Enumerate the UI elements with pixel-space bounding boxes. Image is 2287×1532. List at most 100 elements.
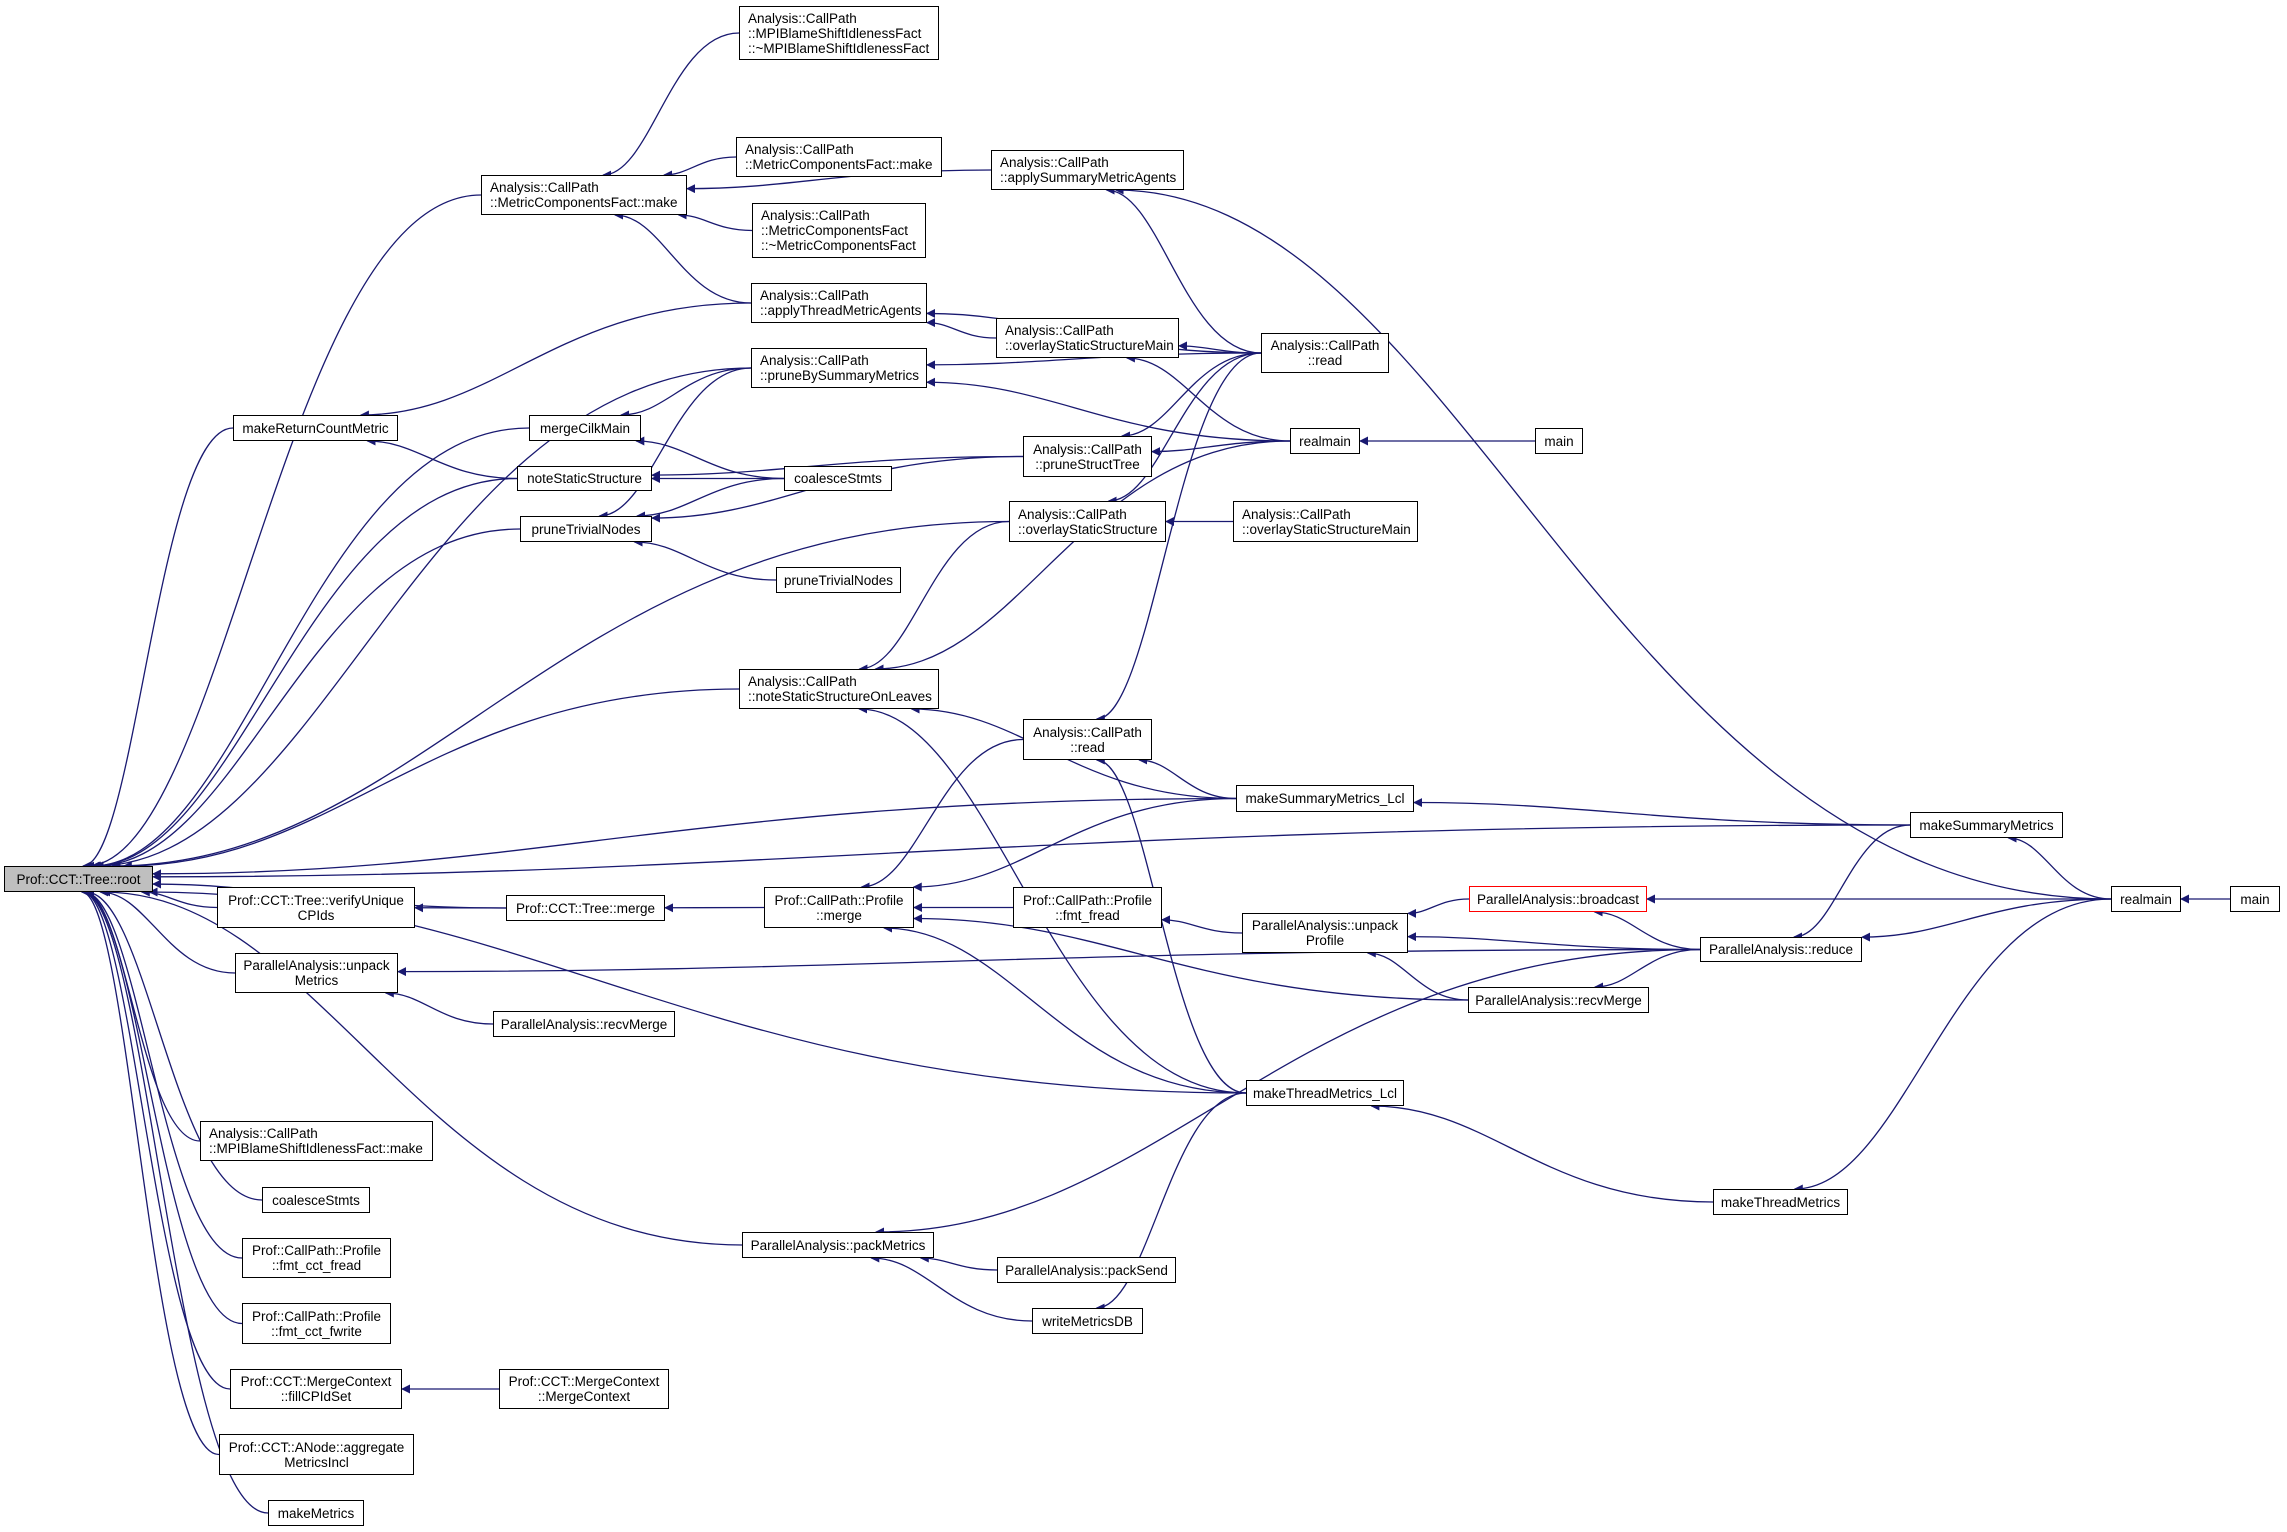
call-edge-fill_cpid-to-root xyxy=(81,887,231,1390)
node-make-summary-metrics[interactable]: makeSummaryMetrics xyxy=(1910,812,2063,838)
node-label: pruneTrivialNodes xyxy=(783,572,894,588)
call-edge-apply_thread-to-make_return_count xyxy=(359,302,752,420)
node-apply-summary-metric-agents[interactable]: Analysis::CallPath::applySummaryMetricAg… xyxy=(991,150,1184,190)
node-label: ParallelAnalysis::broadcast xyxy=(1476,891,1640,907)
call-edge-unpack_profile-to-fmt_fread xyxy=(1161,915,1243,934)
call-edge-realmain-to-make_summary xyxy=(2007,833,2112,900)
node-callpath-read-mid[interactable]: Analysis::CallPath::read xyxy=(1023,719,1152,760)
node-recv-merge-right[interactable]: ParallelAnalysis::recvMerge xyxy=(1468,987,1649,1013)
node-pack-send[interactable]: ParallelAnalysis::packSend xyxy=(997,1257,1176,1283)
node-label: Analysis::CallPath xyxy=(1000,155,1109,170)
node-label: Prof::CallPath::Profile xyxy=(251,1308,382,1324)
node-prune-struct-tree[interactable]: Analysis::CallPath::pruneStructTree xyxy=(1023,436,1152,477)
node-fill-cpid-set[interactable]: Prof::CCT::MergeContext::fillCPIdSet xyxy=(230,1369,402,1409)
node-prune-by-summary-metrics[interactable]: Analysis::CallPath::pruneBySummaryMetric… xyxy=(751,348,927,388)
node-label: ParallelAnalysis::recvMerge xyxy=(1475,992,1642,1008)
node-parallel-analysis-reduce[interactable]: ParallelAnalysis::reduce xyxy=(1700,937,1862,962)
node-make-metrics[interactable]: makeMetrics xyxy=(268,1500,364,1526)
node-label: ::overlayStaticStructureMain xyxy=(1005,338,1174,353)
call-edge-prune_trivial-to-root xyxy=(93,528,521,871)
call-edge-read_top-to-read_mid xyxy=(1095,352,1262,724)
call-edge-make_thread_lcl-to-read_mid xyxy=(1095,755,1247,1094)
call-edge-recv_merge_r-to-profile_merge xyxy=(913,914,1469,1001)
call-edge-prune_by_summary-to-merge_cilk xyxy=(620,367,752,420)
node-label: Analysis::CallPath xyxy=(760,288,869,303)
node-callpath-read-top[interactable]: Analysis::CallPath::read xyxy=(1261,333,1389,373)
node-metric-components-fact-dtor[interactable]: Analysis::CallPath::MetricComponentsFact… xyxy=(752,203,926,258)
node-coalesce-stmts-bottom[interactable]: coalesceStmts xyxy=(262,1187,370,1213)
call-edge-mpiblame_dtor-to-mcf_make xyxy=(602,32,740,180)
node-make-thread-metrics[interactable]: makeThreadMetrics xyxy=(1713,1189,1848,1215)
node-overlay-static-structure[interactable]: Analysis::CallPath::overlayStaticStructu… xyxy=(1009,501,1166,542)
node-metric-components-fact-make-2[interactable]: Analysis::CallPath::MetricComponentsFact… xyxy=(736,137,942,177)
node-note-static-structure-on-leaves[interactable]: Analysis::CallPath::noteStaticStructureO… xyxy=(739,669,939,709)
node-coalesce-stmts-mid[interactable]: coalesceStmts xyxy=(784,466,892,491)
node-write-metrics-db[interactable]: writeMetricsDB xyxy=(1032,1308,1143,1334)
node-main-top[interactable]: main xyxy=(1535,428,1583,454)
node-label: makeSummaryMetrics_Lcl xyxy=(1245,791,1405,806)
node-label: Analysis::CallPath xyxy=(209,1126,318,1141)
node-recv-merge-left[interactable]: ParallelAnalysis::recvMerge xyxy=(493,1011,675,1037)
node-profile-fmt-fread[interactable]: Prof::CallPath::Profile::fmt_fread xyxy=(1013,887,1162,928)
node-apply-thread-metric-agents[interactable]: Analysis::CallPath::applyThreadMetricAge… xyxy=(751,283,927,323)
node-label: Prof::CCT::Tree::merge xyxy=(515,900,656,916)
node-cct-tree-merge[interactable]: Prof::CCT::Tree::merge xyxy=(506,895,665,921)
node-note-static-structure[interactable]: noteStaticStructure xyxy=(517,466,652,491)
node-mpiblame-dtor[interactable]: Analysis::CallPath::MPIBlameShiftIdlenes… xyxy=(739,6,939,60)
node-label: main xyxy=(1544,433,1574,449)
node-prune-trivial-nodes-2[interactable]: pruneTrivialNodes xyxy=(776,567,901,593)
node-label: Prof::CallPath::Profile xyxy=(1022,892,1153,908)
node-label: ParallelAnalysis::recvMerge xyxy=(500,1016,668,1032)
call-edge-merge_cilk-to-root xyxy=(90,427,530,871)
node-make-return-count-metric[interactable]: makeReturnCountMetric xyxy=(233,415,398,441)
node-pack-metrics[interactable]: ParallelAnalysis::packMetrics xyxy=(742,1232,934,1258)
node-merge-context[interactable]: Prof::CCT::MergeContext::MergeContext xyxy=(499,1369,669,1409)
node-label: realmain xyxy=(1299,433,1351,449)
node-label: Prof::CCT::ANode::aggregate xyxy=(228,1439,405,1455)
node-label: ParallelAnalysis::reduce xyxy=(1708,942,1854,957)
node-make-summary-metrics-lcl[interactable]: makeSummaryMetrics_Lcl xyxy=(1236,785,1414,812)
call-edge-read_top-to-prune_struct_tree xyxy=(1120,352,1262,441)
node-label: ::MPIBlameShiftIdlenessFact xyxy=(748,25,922,41)
call-edge-read_top-to-apply_summary xyxy=(1105,185,1262,354)
call-edge-overlay_static-to-root xyxy=(111,520,1010,871)
call-edge-realmain_top-to-prune_by_summary xyxy=(926,377,1291,442)
call-edge-prune_trivial2-to-prune_trivial xyxy=(633,537,777,581)
node-merge-cilk-main[interactable]: mergeCilkMain xyxy=(529,415,641,441)
node-label: ::fmt_cct_fread xyxy=(271,1258,362,1273)
node-label: Prof::CCT::MergeContext xyxy=(240,1374,392,1389)
node-parallel-analysis-broadcast[interactable]: ParallelAnalysis::broadcast xyxy=(1469,886,1647,912)
call-edge-coalesce_mid-to-prune_trivial xyxy=(636,477,785,521)
node-mpiblame-make[interactable]: Analysis::CallPath::MPIBlameShiftIdlenes… xyxy=(200,1121,433,1161)
node-main[interactable]: main xyxy=(2230,886,2280,912)
call-edge-coalesce_bot-to-root xyxy=(85,887,263,1201)
node-label: Analysis::CallPath xyxy=(1018,506,1127,522)
call-edge-reduce-to-pack_metrics xyxy=(875,948,1701,1237)
node-profile-merge[interactable]: Prof::CallPath::Profile::merge xyxy=(764,887,914,928)
node-fmt-cct-fread[interactable]: Prof::CallPath::Profile::fmt_cct_fread xyxy=(242,1238,391,1278)
node-overlay-static-structure-main[interactable]: Analysis::CallPath::overlayStaticStructu… xyxy=(996,318,1179,358)
node-label: realmain xyxy=(2120,891,2172,907)
node-realmain-top[interactable]: realmain xyxy=(1290,428,1360,454)
node-metric-components-fact-make[interactable]: Analysis::CallPath::MetricComponentsFact… xyxy=(481,175,687,215)
node-prune-trivial-nodes[interactable]: pruneTrivialNodes xyxy=(520,516,652,542)
call-edge-prune_by_summary-to-root xyxy=(94,367,752,871)
node-overlay-static-structure-main-2[interactable]: Analysis::CallPath::overlayStaticStructu… xyxy=(1233,501,1418,542)
node-fmt-cct-fwrite[interactable]: Prof::CallPath::Profile::fmt_cct_fwrite xyxy=(242,1303,391,1344)
node-realmain[interactable]: realmain xyxy=(2111,886,2181,912)
call-edge-make_thread_lcl-to-write_metrics_db xyxy=(1095,1092,1247,1313)
node-label: ::overlayStaticStructureMain xyxy=(1242,521,1411,537)
node-label: Analysis::CallPath xyxy=(1005,323,1114,338)
node-label: ::~MPIBlameShiftIdlenessFact xyxy=(748,40,930,56)
call-edge-realmain_top-to-overlay_main xyxy=(1125,353,1291,442)
call-edge-apply_thread-to-mcf_make xyxy=(614,210,752,304)
node-label: ::fillCPIdSet xyxy=(280,1389,352,1404)
call-edge-realmain_top-to-note_leaves xyxy=(874,440,1291,674)
call-edge-make_thread_lcl-to-profile_merge xyxy=(883,923,1247,1094)
node-make-thread-metrics-lcl[interactable]: makeThreadMetrics_Lcl xyxy=(1246,1080,1404,1106)
